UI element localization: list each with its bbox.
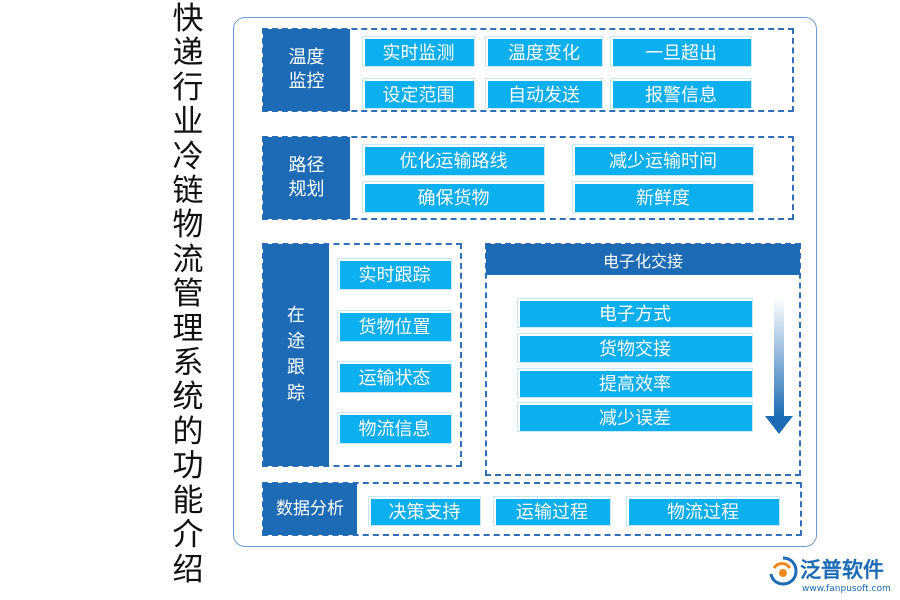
temp-item: 一旦超出 [611, 37, 751, 66]
handover-item: 提高效率 [518, 369, 752, 397]
down-arrow-icon [765, 298, 793, 434]
analysis-item: 决策支持 [369, 497, 480, 525]
data-analysis-label: 数据分析 [263, 483, 357, 535]
route-planning-label: 路径 规划 [263, 137, 350, 219]
tracking-item: 运输状态 [338, 362, 451, 392]
temp-item: 报警信息 [611, 79, 751, 108]
handover-item: 减少误差 [518, 403, 752, 431]
brand-logo: 泛普软件 www.fanpusoft.com [768, 554, 894, 598]
temp-item: 设定范围 [363, 79, 474, 108]
page-title: 快递行业冷链物流管理系统的功能介绍 [172, 1, 204, 588]
route-item: 新鲜度 [573, 182, 753, 212]
handover-item: 电子方式 [518, 299, 752, 327]
tracking-item: 实时跟踪 [338, 259, 451, 289]
temp-item: 自动发送 [486, 79, 602, 108]
temperature-monitoring-text: 温度 监控 [288, 47, 325, 92]
electronic-handover-header: 电子化交接 [486, 244, 800, 275]
logo-brand-text: 泛普软件 [800, 558, 884, 582]
handover-item: 货物交接 [518, 334, 752, 362]
diagram-frame [233, 17, 817, 547]
logo-url-text: www.fanpusoft.com [802, 584, 891, 594]
route-item: 减少运输时间 [573, 145, 753, 175]
tracking-item: 物流信息 [338, 413, 451, 443]
temperature-monitoring-label: 温度 监控 [263, 29, 350, 111]
temp-item: 温度变化 [486, 37, 602, 66]
route-item: 优化运输路线 [363, 145, 544, 175]
temp-item: 实时监测 [363, 37, 474, 66]
logo-icon [769, 556, 798, 586]
analysis-item: 运输过程 [494, 497, 610, 525]
analysis-item: 物流过程 [627, 497, 779, 525]
route-item: 确保货物 [363, 182, 544, 212]
tracking-item: 货物位置 [338, 311, 451, 341]
in-transit-tracking-label: 在 途 跟 踪 [263, 244, 329, 466]
